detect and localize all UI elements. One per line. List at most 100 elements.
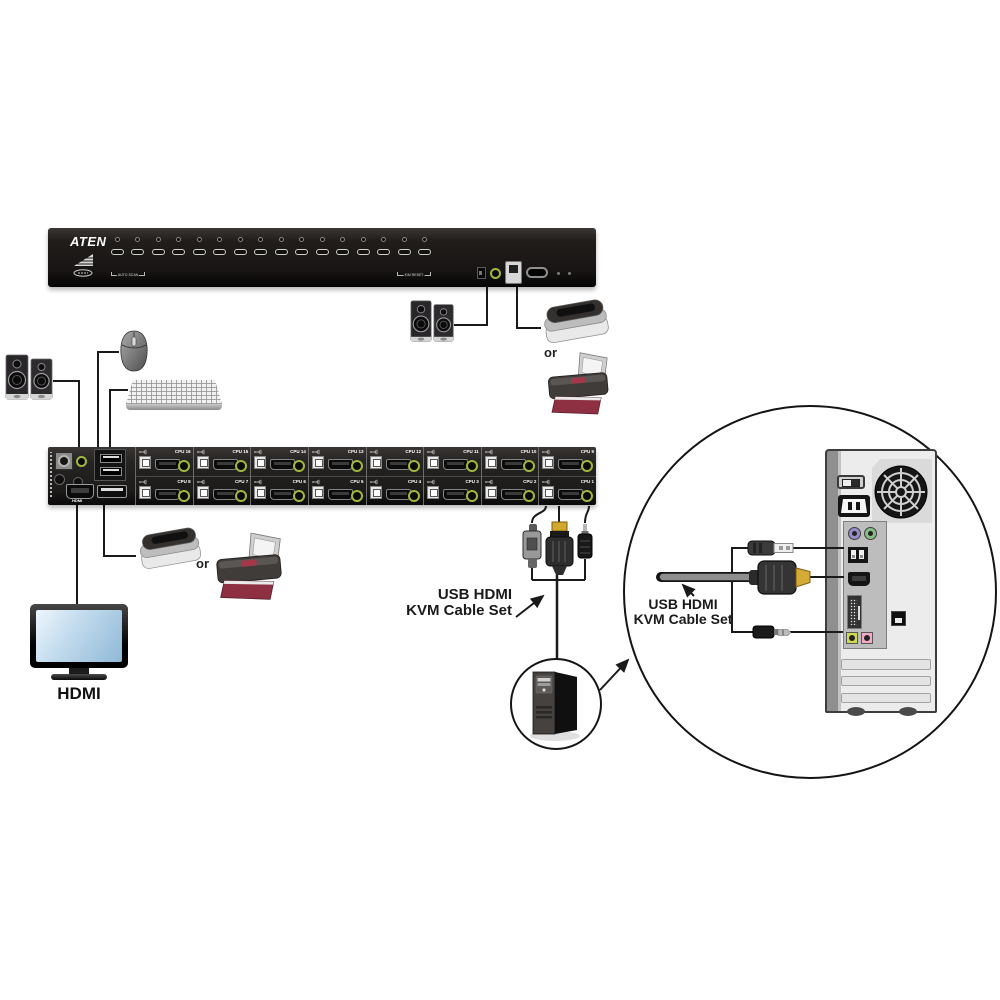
port-pushbutton bbox=[336, 249, 350, 255]
inset-cable-set-label: USB HDMI KVM Cable Set bbox=[633, 596, 733, 627]
usb-b-port bbox=[369, 485, 382, 499]
power-jack bbox=[55, 452, 73, 470]
usb-icon bbox=[484, 449, 493, 455]
kvm-cable-usb-b-plug bbox=[522, 524, 542, 568]
kvm-front-panel: ATEN AUTO SCAN K/M RESET bbox=[48, 228, 596, 287]
cpu-port-group: CPU 12 bbox=[366, 447, 424, 477]
audio-jack bbox=[523, 460, 536, 472]
mouse bbox=[116, 329, 152, 373]
or-label-bottom: or bbox=[196, 556, 209, 571]
port-pushbutton bbox=[172, 249, 186, 255]
usb-icon bbox=[311, 479, 320, 484]
pc-dvi-port bbox=[847, 595, 862, 629]
port-select-button bbox=[274, 237, 288, 255]
printer-bottom bbox=[209, 528, 295, 608]
km-reset-bracket: K/M RESET bbox=[397, 272, 431, 279]
audio-jack bbox=[292, 489, 305, 502]
cpu-port-group: CPU 8 bbox=[136, 477, 193, 506]
power-inlet bbox=[838, 495, 870, 517]
cpu-label: CPU 13 bbox=[347, 449, 364, 454]
io-panel bbox=[843, 521, 887, 649]
front-panel-buttons bbox=[110, 237, 432, 255]
port-pushbutton bbox=[315, 249, 329, 255]
port-led bbox=[340, 237, 346, 242]
audio-jack bbox=[350, 489, 363, 502]
hdmi-monitor: HDMI bbox=[30, 604, 128, 703]
port-pushbutton bbox=[151, 249, 165, 255]
psu-rocker-switch bbox=[837, 475, 865, 489]
audio-jack bbox=[581, 489, 593, 502]
cpu-label: CPU 9 bbox=[580, 449, 594, 454]
scanner-top bbox=[537, 293, 615, 349]
hdmi-port bbox=[155, 488, 180, 500]
usb-icon bbox=[542, 449, 551, 455]
usb-icon bbox=[254, 449, 263, 455]
usb-b-port bbox=[542, 485, 555, 499]
port-led bbox=[422, 237, 428, 242]
inset-usb-a-plug bbox=[747, 540, 794, 556]
usb-icon bbox=[254, 479, 263, 484]
usb-icon bbox=[427, 449, 436, 455]
rear-label-strip bbox=[50, 452, 52, 497]
cpu-label: CPU 15 bbox=[232, 449, 249, 454]
hdmi-port bbox=[270, 459, 296, 470]
cpu-port-group: CPU 4 bbox=[367, 477, 424, 506]
cpu-label: CPU 6 bbox=[292, 478, 306, 484]
console-usb-ports bbox=[94, 449, 126, 481]
audio-jack bbox=[350, 460, 363, 472]
expansion-slot bbox=[841, 659, 931, 670]
hdmi-port bbox=[443, 459, 469, 470]
inset-pointer-arrow bbox=[599, 658, 630, 691]
port-pushbutton bbox=[418, 249, 432, 255]
cpu-port-group: CPU 13 bbox=[308, 447, 366, 477]
front-panel-badge-icon bbox=[73, 254, 93, 277]
front-usb-a-port bbox=[526, 267, 548, 278]
audio-jack bbox=[408, 460, 421, 472]
hdmi-port bbox=[212, 488, 238, 500]
port-select-button bbox=[377, 237, 391, 255]
usb-icon bbox=[196, 449, 205, 455]
usb-icon bbox=[484, 479, 493, 484]
port-select-button bbox=[233, 237, 247, 255]
audio-jack bbox=[177, 460, 190, 472]
psu-fan bbox=[872, 459, 932, 523]
port-led bbox=[196, 237, 202, 242]
screw-hole bbox=[568, 272, 571, 275]
hdmi-port bbox=[212, 459, 238, 470]
usb-icon bbox=[369, 479, 378, 484]
port-select-button bbox=[192, 237, 206, 255]
usb-icon bbox=[311, 449, 320, 455]
port-led bbox=[135, 237, 141, 242]
port-pushbutton bbox=[192, 249, 206, 255]
pc-mic-jack bbox=[861, 632, 873, 644]
pc-lan-port bbox=[891, 611, 906, 626]
port-pushbutton bbox=[397, 249, 411, 255]
hdmi-port bbox=[558, 459, 584, 470]
hdmi-port bbox=[327, 488, 353, 500]
cpu-port-group: CPU 7 bbox=[194, 477, 251, 506]
hdmi-port bbox=[385, 459, 411, 470]
cpu-label: CPU 8 bbox=[177, 478, 191, 484]
firmware-switch bbox=[477, 267, 486, 279]
port-select-button bbox=[110, 237, 124, 255]
usb-icon bbox=[542, 479, 551, 484]
usb-b-port bbox=[311, 456, 324, 469]
speakers-left bbox=[5, 352, 55, 406]
audio-jack bbox=[292, 460, 305, 472]
auto-scan-bracket: AUTO SCAN bbox=[111, 272, 145, 279]
pc-hdmi-port bbox=[848, 572, 870, 586]
cpu-port-group: CPU 2 bbox=[482, 477, 539, 506]
expansion-slot bbox=[841, 676, 931, 686]
usb-b-port bbox=[196, 456, 209, 469]
usb-b-port bbox=[484, 456, 497, 469]
port-led bbox=[360, 237, 366, 242]
cpu-port-group: CPU 5 bbox=[309, 477, 366, 506]
port-pushbutton bbox=[131, 249, 145, 255]
cable-set-label: USB HDMI KVM Cable Set bbox=[406, 586, 512, 619]
hdmi-port bbox=[155, 459, 180, 470]
port-led bbox=[176, 237, 182, 242]
